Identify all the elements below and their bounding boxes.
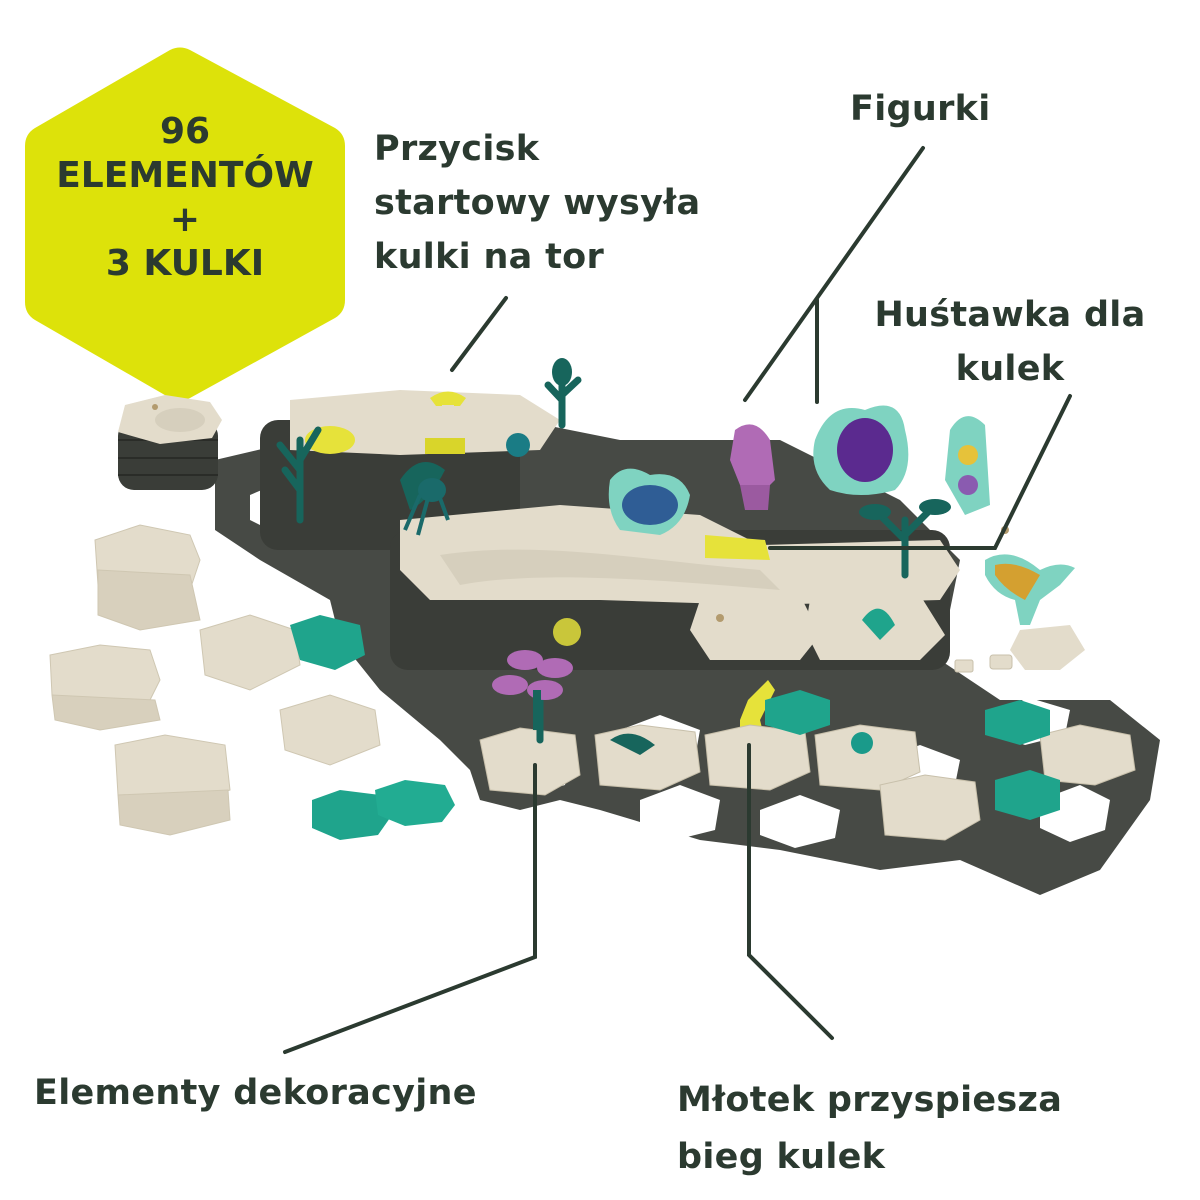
leader-hammer (747, 743, 834, 1040)
leader-lines (283, 146, 1072, 1054)
cardboard-figures (608, 405, 1085, 670)
callout-start-button: Przycisk startowy wysyła kulki na tor (374, 122, 700, 284)
callout-swing-line-1: Huśtawka dla (874, 295, 1146, 335)
stacked-tower-left (118, 395, 222, 490)
leader-decorations (283, 763, 537, 1054)
callout-figures-line-1: Figurki (850, 89, 991, 129)
callout-decorations: Elementy dekoracyjne (34, 1072, 477, 1114)
balls (506, 433, 873, 754)
callout-hammer: Młotek przyspiesza bieg kulek (677, 1072, 1062, 1186)
callout-hammer-line-2: bieg kulek (677, 1137, 886, 1177)
purple-flower (492, 650, 573, 730)
start-button (430, 391, 466, 406)
swing-piece (705, 535, 770, 560)
callout-decorations-line-1: Elementy dekoracyjne (34, 1073, 477, 1113)
callout-swing: Huśtawka dla kulek (860, 288, 1160, 396)
callout-swing-line-2: kulek (955, 349, 1065, 389)
leader-start-button (450, 296, 508, 372)
loose-track-pieces (49, 524, 381, 836)
small-connectors (954, 654, 1013, 673)
lower-tile-row (479, 724, 1136, 841)
callout-start-button-line-1: Przycisk (374, 129, 540, 169)
callout-figures: Figurki (850, 88, 991, 130)
teal-tiles-board (765, 690, 1060, 820)
badge-line-elements: ELEMENTÓW (56, 154, 314, 196)
badge-line-balls: 3 KULKI (105, 242, 265, 284)
teal-tiles-loose (290, 615, 455, 840)
leader-figures (743, 146, 925, 402)
leader-swing (768, 394, 1072, 550)
badge-line-plus: + (169, 198, 201, 240)
spider-figure (403, 478, 450, 536)
bird-figure (730, 424, 775, 510)
central-structure (260, 390, 1009, 670)
element-count-badge: 96 ELEMENTÓW + 3 KULKI (30, 110, 340, 286)
callout-hammer-line-1: Młotek przyspiesza (677, 1080, 1063, 1120)
callout-start-button-line-3: kulki na tor (374, 237, 605, 277)
callout-start-button-line-2: startowy wysyła (374, 183, 701, 223)
badge-line-count: 96 (159, 111, 211, 152)
badge-hexagon (25, 47, 345, 401)
